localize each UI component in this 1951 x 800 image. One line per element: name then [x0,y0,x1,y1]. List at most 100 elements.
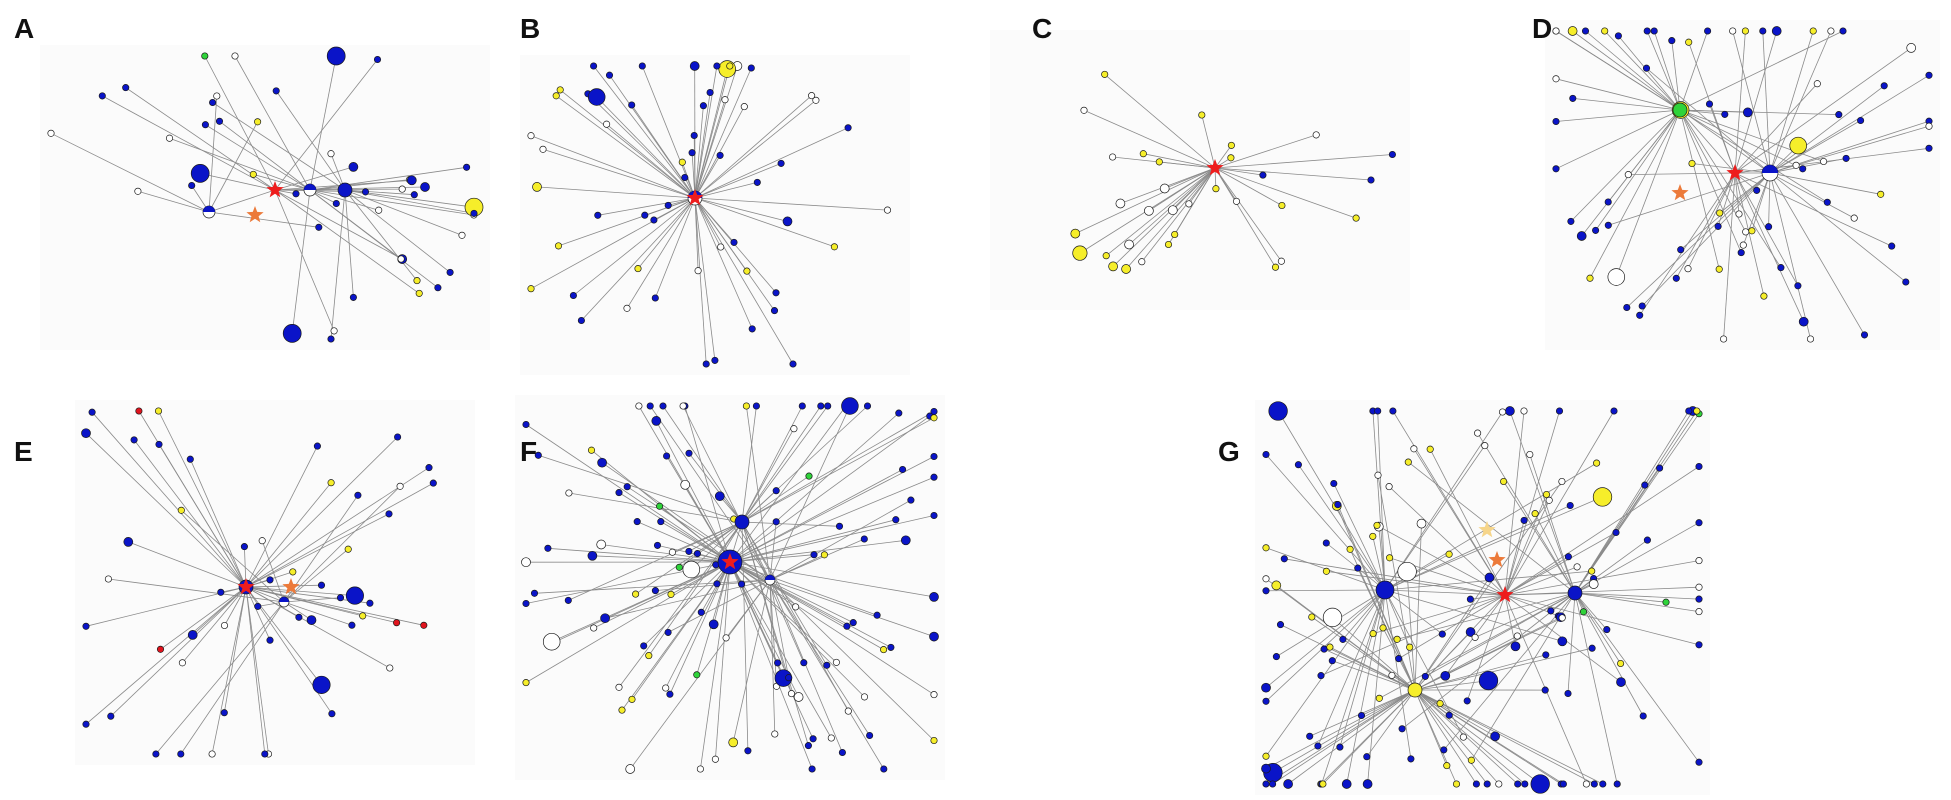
node [1322,607,1343,628]
node [690,131,698,140]
node [1406,643,1414,651]
edge [558,197,696,247]
node [930,473,938,481]
edge [50,132,210,213]
node [651,587,659,595]
edge [1326,570,1506,596]
node [1374,471,1382,479]
edge [85,586,247,725]
edge [344,189,463,236]
node [1436,699,1444,708]
node [386,664,394,672]
node [312,675,331,694]
node [1607,268,1626,286]
node [900,535,911,546]
node [155,440,163,448]
node [1721,110,1729,118]
nodes-b [527,60,892,368]
node [635,402,643,410]
edge [741,521,828,666]
node [1530,774,1550,794]
edge [291,189,311,334]
node [569,291,577,300]
edge [1679,109,1742,253]
edge [568,521,743,601]
edge [1159,161,1216,169]
node [1261,763,1271,774]
node [577,316,585,325]
node [254,602,262,610]
edge [1503,481,1576,594]
node [1212,185,1220,193]
node [615,683,623,691]
node [907,496,915,504]
edge [85,432,247,588]
node [213,92,221,100]
node [326,46,346,66]
edge [746,405,771,581]
edge [1529,454,1576,594]
edge [694,182,758,199]
node [693,671,701,679]
node [1542,490,1551,499]
node [838,748,846,757]
edge [1604,30,1681,111]
edge [245,445,318,588]
edge [1769,172,1865,336]
edge [204,55,276,191]
edge [729,561,854,623]
edge [283,601,353,626]
node [843,622,851,630]
node [361,188,370,196]
edge [1734,172,1765,297]
edge [769,579,843,753]
edge [729,561,832,739]
node [1557,636,1568,647]
edge [1608,172,1771,226]
node [699,102,707,110]
edge [648,521,743,656]
edge [1214,145,1232,169]
node [1498,408,1507,416]
edge [1646,30,1681,111]
node [1558,614,1566,622]
node [820,551,828,559]
node [873,611,881,619]
node [554,242,563,250]
edge [309,166,467,191]
node [1386,554,1394,562]
edge [1574,592,1608,630]
node [929,631,939,642]
node [359,612,367,620]
edge [1504,566,1578,596]
node [1906,43,1917,53]
edge [1679,109,1828,203]
star-marker [1478,521,1496,538]
node [1567,26,1578,36]
edge [1641,172,1771,307]
node [1612,528,1620,537]
node [1452,780,1461,788]
star-marker [1488,551,1506,568]
node [1124,239,1134,250]
panel-label-f: F [520,436,537,467]
node [130,436,138,444]
edge [1414,689,1477,785]
edge [91,411,247,588]
edge [729,412,900,563]
node [844,124,852,132]
node [534,451,542,459]
node [188,181,196,190]
node [1269,780,1277,788]
node [1569,94,1577,102]
node [1445,711,1453,719]
edge [1311,616,1416,691]
edge [211,586,247,755]
node [694,267,702,275]
node [1336,743,1344,751]
node [327,479,335,487]
node [1155,158,1163,166]
edge [1287,689,1416,785]
edge [283,486,401,603]
hub-node [202,205,216,219]
